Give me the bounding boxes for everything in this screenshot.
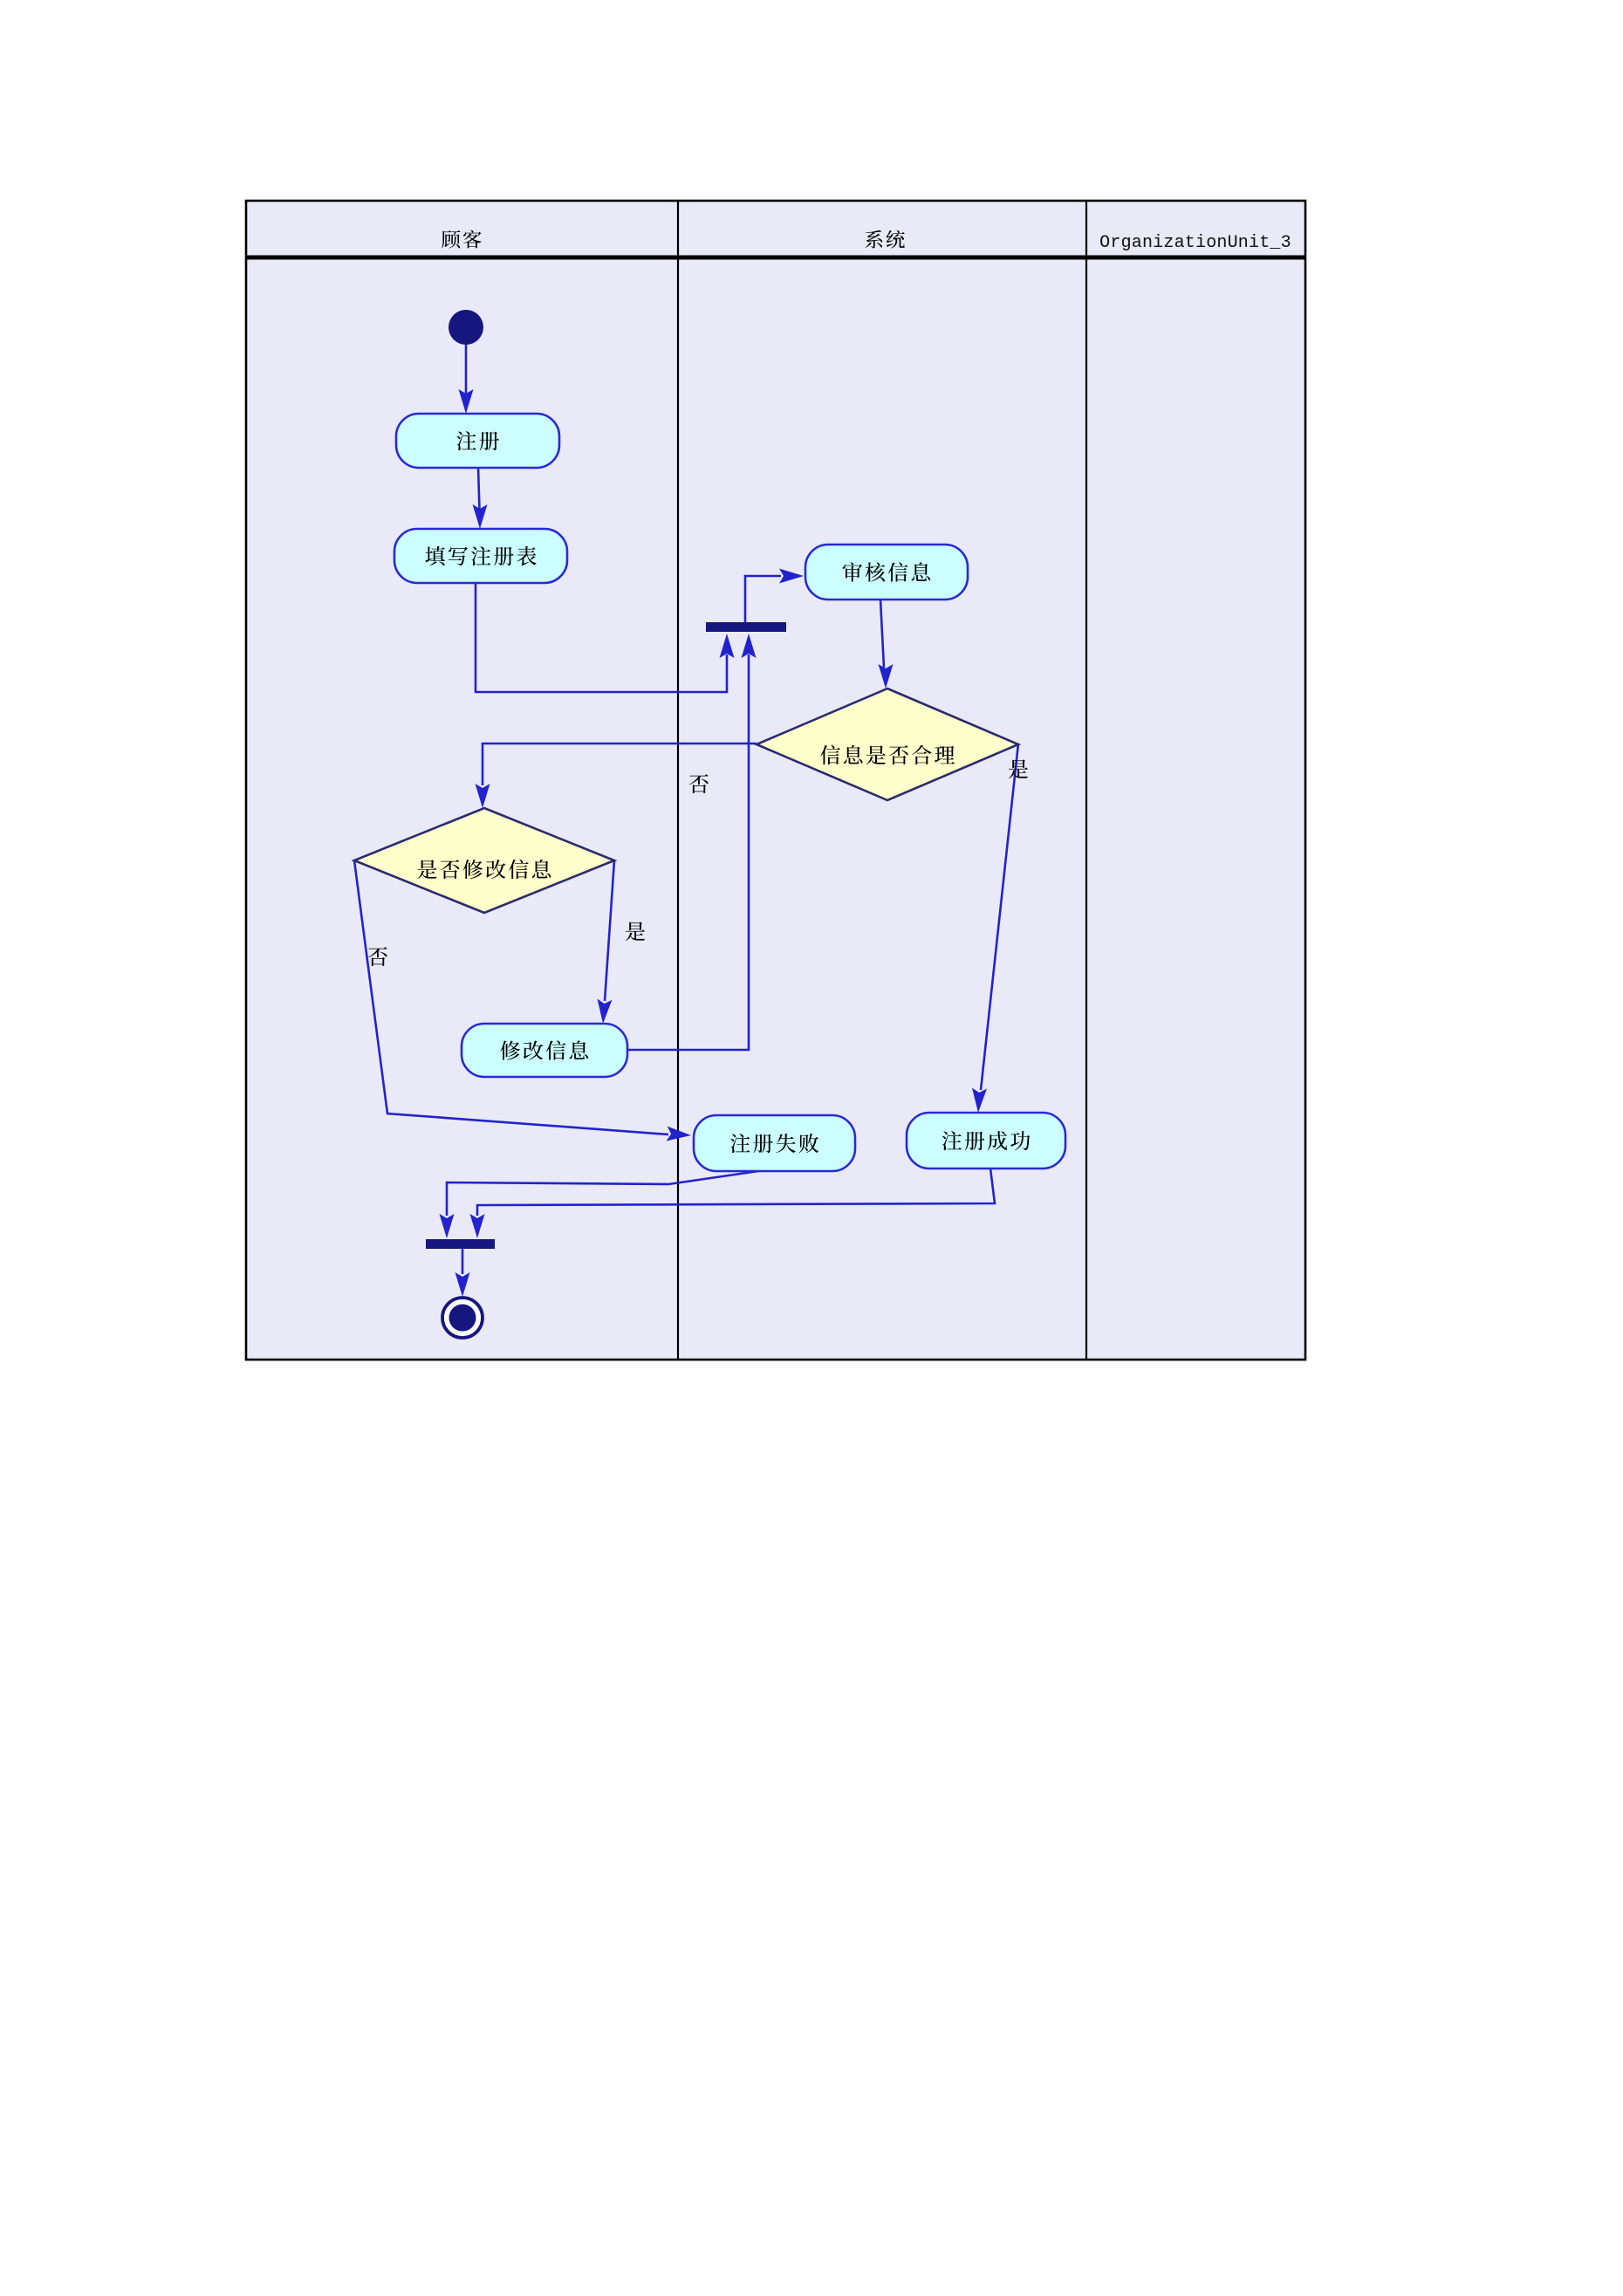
svg-text:OrganizationUnit_3: OrganizationUnit_3: [1099, 233, 1291, 253]
